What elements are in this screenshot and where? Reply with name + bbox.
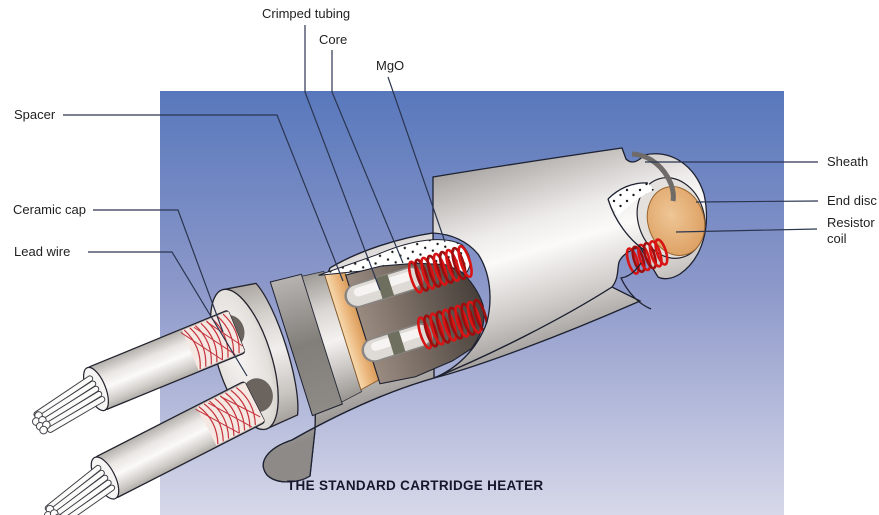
leader-resistor-coil <box>675 228 818 233</box>
lead-wire-lower <box>43 381 265 515</box>
metal-collar <box>301 271 362 403</box>
wire-strands-lower <box>43 464 116 515</box>
leader-lines <box>63 25 819 377</box>
inner-assembly <box>269 239 489 417</box>
label-ceramic-cap: Ceramic cap <box>13 202 86 217</box>
leader-lead-wire <box>88 251 248 377</box>
label-spacer: Spacer <box>14 107 56 122</box>
end-disc <box>646 186 706 256</box>
leader-spacer <box>63 114 344 282</box>
crimp-band-upper <box>376 274 395 300</box>
label-core: Core <box>319 32 348 47</box>
leader-core <box>331 50 404 264</box>
leader-mgo <box>387 76 446 243</box>
wire-wrap-lower <box>196 382 265 446</box>
heater-tip <box>607 151 706 310</box>
wire-wrap-arcs <box>180 313 243 369</box>
tip-cut-edge <box>620 262 652 310</box>
label-sheath: Sheath <box>827 154 869 169</box>
resistor-coil-upper <box>407 244 473 294</box>
lead-pin-lower <box>361 323 434 363</box>
crimp-groove <box>631 151 676 202</box>
wire-strands-upper <box>31 375 106 435</box>
lead-wire-upper <box>31 310 246 435</box>
lead-pin-upper <box>344 266 424 308</box>
diagram-title: THE STANDARD CARTRIDGE HEATER <box>287 478 544 493</box>
resistor-coil-lower <box>417 298 489 350</box>
leader-ceramic-cap <box>93 209 224 333</box>
label-end-disc: End disc <box>827 193 877 208</box>
tip-mgo-sliver <box>608 182 654 216</box>
crimp-band-lower <box>387 330 406 356</box>
retaining-ring <box>269 273 343 417</box>
resistor-coil-tip <box>625 238 669 275</box>
label-resistor-coil: Resistor coil <box>827 215 875 246</box>
label-crimped-tubing: Crimped tubing <box>262 6 351 21</box>
tip-cut-edge <box>607 198 645 251</box>
label-mgo: MgO <box>376 58 405 73</box>
wire-wrap-arcs <box>195 387 261 445</box>
leader-end-disc <box>695 200 819 203</box>
label-lead-wire: Lead wire <box>14 244 71 259</box>
tip-cut-edge <box>607 182 649 200</box>
leader-crimped-tubing <box>304 25 381 291</box>
